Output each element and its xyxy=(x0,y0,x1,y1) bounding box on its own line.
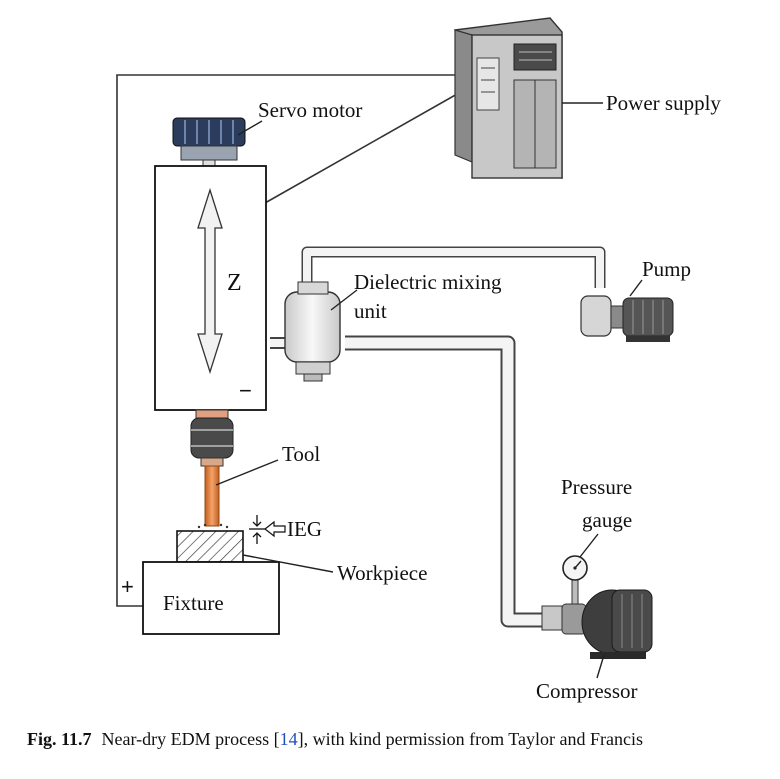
workpiece-leader xyxy=(242,554,334,573)
caption-text-end: ], with kind permission from Taylor and … xyxy=(297,729,643,749)
workpiece-block xyxy=(176,530,244,563)
pressure-gauge-leader xyxy=(579,533,599,558)
pump-leader xyxy=(629,279,643,297)
power-supply-cabinet xyxy=(454,17,563,179)
column-to-power-wire xyxy=(264,84,474,204)
compressor-label: Compressor xyxy=(536,679,638,703)
fixture-block xyxy=(142,561,280,635)
compressor-icon xyxy=(541,589,653,659)
servo-motor-label: Servo motor xyxy=(258,98,362,122)
dielectric-unit-label-line1: Dielectric mixing xyxy=(354,270,502,294)
ieg-label: IEG xyxy=(287,517,322,541)
servo-motor-icon xyxy=(172,117,246,169)
tool-electrode xyxy=(204,465,220,527)
pressure-gauge-icon xyxy=(562,555,588,611)
workpiece-label: Workpiece xyxy=(337,561,427,585)
ieg-gap-arrows xyxy=(249,515,265,544)
power-wiring xyxy=(116,74,474,607)
ieg-pointer-arrow xyxy=(264,520,286,538)
dielectric-pipes xyxy=(270,246,606,628)
fixture-to-power-wire xyxy=(116,74,472,607)
caption-fig-label: Fig. 11.7 xyxy=(27,729,92,749)
figure-caption: Fig. 11.7 Near-dry EDM process [14], with… xyxy=(27,729,767,750)
z-axis-arrow xyxy=(197,187,223,375)
fixture-label: Fixture xyxy=(163,591,224,615)
tool-chuck xyxy=(190,409,234,467)
caption-reference-link[interactable]: 14 xyxy=(279,729,298,749)
tool-leader xyxy=(215,459,279,486)
tool-label: Tool xyxy=(282,442,320,466)
plus-terminal: + xyxy=(121,574,134,599)
pressure-gauge-label-line1: Pressure xyxy=(561,475,632,499)
caption-text-start: Near-dry EDM process [ xyxy=(101,729,280,749)
dielectric-unit-leader xyxy=(330,289,358,311)
dielectric-mixing-unit xyxy=(284,281,341,382)
spark-gap-dots xyxy=(197,523,229,529)
pump-icon xyxy=(580,295,674,342)
pressure-gauge-label-line2: gauge xyxy=(582,508,632,532)
power-supply-label: Power supply xyxy=(606,91,721,115)
dielectric-unit-label-line2: unit xyxy=(354,299,387,323)
z-axis-label: Z xyxy=(227,270,242,296)
compressor-leader xyxy=(596,654,605,679)
minus-terminal: − xyxy=(239,378,252,403)
servo-motor-leader xyxy=(237,120,263,136)
pump-label: Pump xyxy=(642,257,691,281)
